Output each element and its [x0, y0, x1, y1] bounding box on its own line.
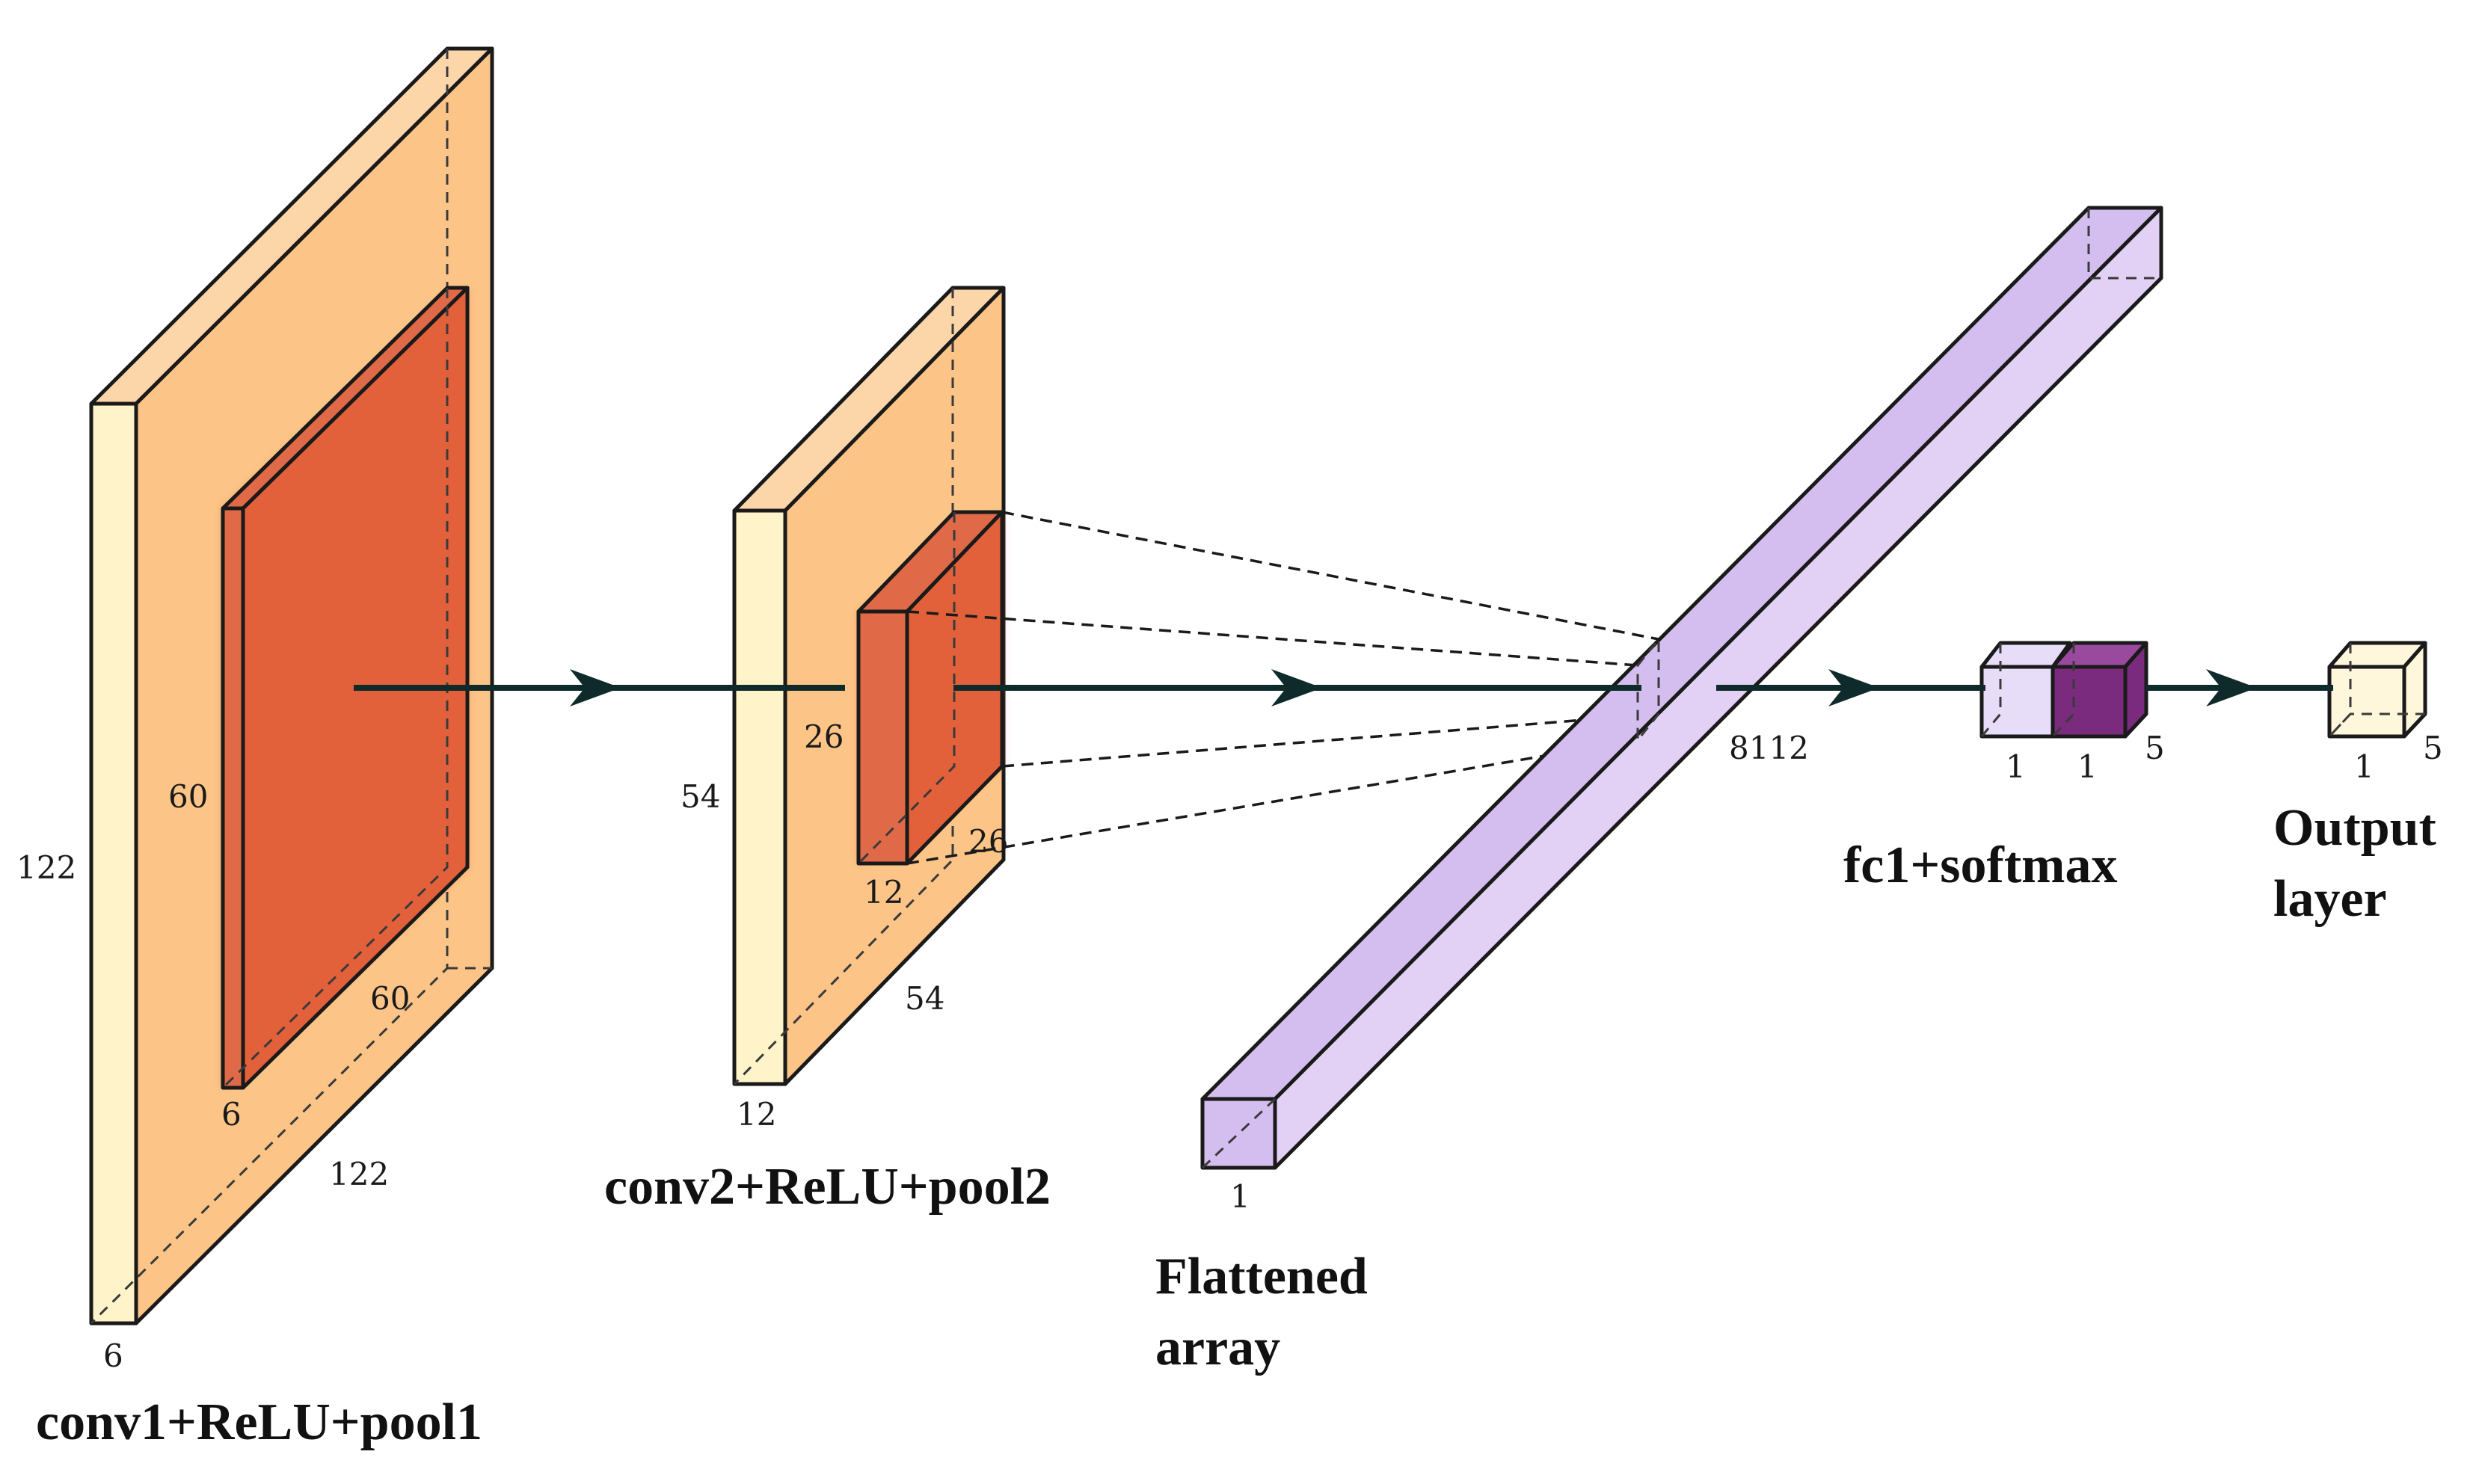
- arrowhead-icon: [570, 669, 621, 706]
- conv1-caption: conv1+ReLU+pool1: [36, 1394, 482, 1451]
- pool1-depth-label: 6: [221, 1096, 242, 1133]
- projection-line: [906, 739, 1638, 865]
- flattened-hidden-edge: [2087, 208, 2161, 280]
- arrowhead-icon: [1271, 669, 1322, 706]
- pool1-height-label: 60: [168, 778, 208, 815]
- projection-line: [1001, 712, 1659, 768]
- pool1-hidden-edge: [221, 288, 449, 1089]
- conv2-caption: conv2+ReLU+pool2: [604, 1158, 1051, 1216]
- fc1-block: [1979, 641, 2148, 739]
- pool2-front-face: [856, 609, 909, 866]
- pool2-block: [856, 510, 1004, 866]
- layer-captions: conv1+ReLU+pool1 conv2+ReLU+pool2 Flatte…: [36, 799, 2436, 1451]
- flattened-caption-line2: array: [1155, 1319, 1280, 1376]
- output-caption-line2: layer: [2273, 870, 2387, 928]
- flattened-front-face: [1200, 1097, 1277, 1170]
- fc1-light-hidden: [1980, 643, 2002, 737]
- conv1-height-label: 122: [16, 849, 76, 886]
- conv2-hidden-edge: [733, 288, 954, 1086]
- projection-line: [906, 610, 1638, 667]
- output-caption-line1: Output: [2273, 799, 2436, 857]
- flattened-receptive-box: [1636, 635, 1660, 744]
- fc1-light-front: [1979, 665, 2055, 739]
- flattened-length-label: 8112: [1729, 730, 1809, 766]
- fc1-dark-front: [2051, 665, 2128, 739]
- pool1-width-label: 60: [370, 980, 410, 1017]
- output-block: [2327, 641, 2427, 739]
- pool2-height-label: 26: [804, 718, 844, 755]
- output-front: [2327, 665, 2406, 739]
- fc1-caption: fc1+softmax: [1843, 837, 2117, 894]
- flattened-caption-line1: Flattened: [1155, 1248, 1368, 1305]
- pool2-depth-label: 12: [864, 874, 903, 911]
- output-left-label: 1: [2354, 748, 2374, 785]
- pool2-width-label: 26: [968, 823, 1008, 860]
- projection-line: [1001, 511, 1659, 641]
- pool2-hidden-edge: [857, 512, 956, 865]
- fc1-left-label: 1: [2006, 748, 2026, 785]
- arrowhead-icon: [2206, 669, 2257, 706]
- flattened-depth-label: 1: [1230, 1178, 1250, 1215]
- output-right-label: 5: [2423, 730, 2443, 766]
- conv2-width-label: 54: [905, 980, 944, 1017]
- conv1-front-face: [89, 401, 138, 1326]
- conv2-depth-label: 12: [737, 1096, 776, 1133]
- conv2-front-face: [732, 508, 787, 1086]
- conv1-depth-label: 6: [103, 1337, 123, 1374]
- projection-lines: [906, 511, 1659, 865]
- fc1-right-label: 5: [2145, 730, 2165, 766]
- pool1-front-face: [221, 506, 245, 1090]
- dimension-labels: 122 122 6 60 60 6 54 54 12 26 26 12 8112…: [16, 718, 2443, 1374]
- flow-arrows: [354, 669, 2333, 706]
- arrowhead-icon: [1828, 669, 1879, 706]
- fc1-mid-label: 1: [2077, 748, 2098, 785]
- conv1-width-label: 122: [329, 1156, 389, 1192]
- conv2-height-label: 54: [681, 778, 720, 815]
- fc1-dark-hidden: [2051, 643, 2075, 738]
